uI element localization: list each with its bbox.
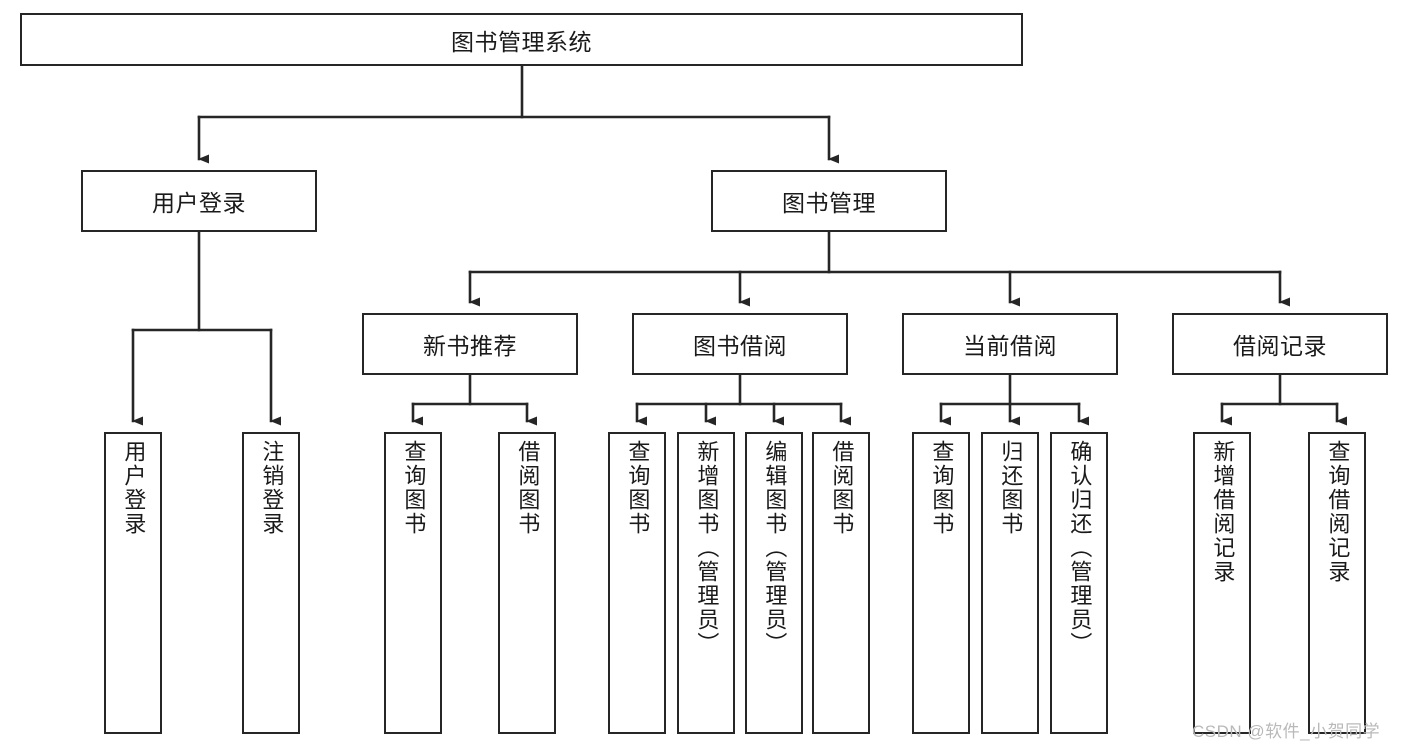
leaf-current-borrow-query-book[interactable]: 查询图书 (912, 432, 970, 734)
node-label: 借阅记录 (1233, 333, 1327, 359)
node-label: 新增借阅记录 (1210, 440, 1236, 584)
node-book-manage[interactable]: 图书管理 (711, 170, 947, 232)
node-label: 查询图书 (929, 440, 955, 536)
node-label: 确认归还（管理员） (1067, 440, 1093, 656)
node-new-book-recommend[interactable]: 新书推荐 (362, 313, 578, 375)
node-root-system[interactable]: 图书管理系统 (20, 13, 1023, 66)
leaf-new-book-borrow-book[interactable]: 借阅图书 (498, 432, 556, 734)
node-book-borrow[interactable]: 图书借阅 (632, 313, 848, 375)
node-current-borrow[interactable]: 当前借阅 (902, 313, 1118, 375)
leaf-user-login-logout[interactable]: 注销登录 (242, 432, 300, 734)
node-label: 用户登录 (152, 190, 246, 216)
node-label: 归还图书 (998, 440, 1024, 536)
leaf-book-borrow-edit-book[interactable]: 编辑图书（管理员） (745, 432, 803, 734)
node-label: 图书管理 (782, 190, 876, 216)
node-user-login[interactable]: 用户登录 (81, 170, 317, 232)
leaf-current-borrow-return-book[interactable]: 归还图书 (981, 432, 1039, 734)
node-label: 注销登录 (259, 440, 285, 536)
node-label: 查询图书 (401, 440, 427, 536)
leaf-book-borrow-borrow-book[interactable]: 借阅图书 (812, 432, 870, 734)
node-label: 查询借阅记录 (1325, 440, 1351, 584)
node-label: 查询图书 (625, 440, 651, 536)
node-label: 编辑图书（管理员） (762, 440, 788, 656)
node-label: 新增图书（管理员） (694, 440, 720, 656)
csdn-watermark: CSDN @软件_小贺同学 (1192, 722, 1381, 741)
node-label: 借阅图书 (515, 440, 541, 536)
node-label: 借阅图书 (829, 440, 855, 536)
leaf-borrow-record-add-record[interactable]: 新增借阅记录 (1193, 432, 1251, 734)
node-label: 图书管理系统 (451, 28, 592, 55)
leaf-new-book-query-book[interactable]: 查询图书 (384, 432, 442, 734)
node-label: 用户登录 (121, 440, 147, 536)
leaf-book-borrow-query-book[interactable]: 查询图书 (608, 432, 666, 734)
leaf-current-borrow-confirm-return[interactable]: 确认归还（管理员） (1050, 432, 1108, 734)
node-label: 当前借阅 (963, 333, 1057, 359)
node-label: 图书借阅 (693, 333, 787, 359)
leaf-book-borrow-add-book[interactable]: 新增图书（管理员） (677, 432, 735, 734)
leaf-borrow-record-query-record[interactable]: 查询借阅记录 (1308, 432, 1366, 734)
node-label: 新书推荐 (423, 333, 517, 359)
node-borrow-record[interactable]: 借阅记录 (1172, 313, 1388, 375)
leaf-user-login-user-login[interactable]: 用户登录 (104, 432, 162, 734)
